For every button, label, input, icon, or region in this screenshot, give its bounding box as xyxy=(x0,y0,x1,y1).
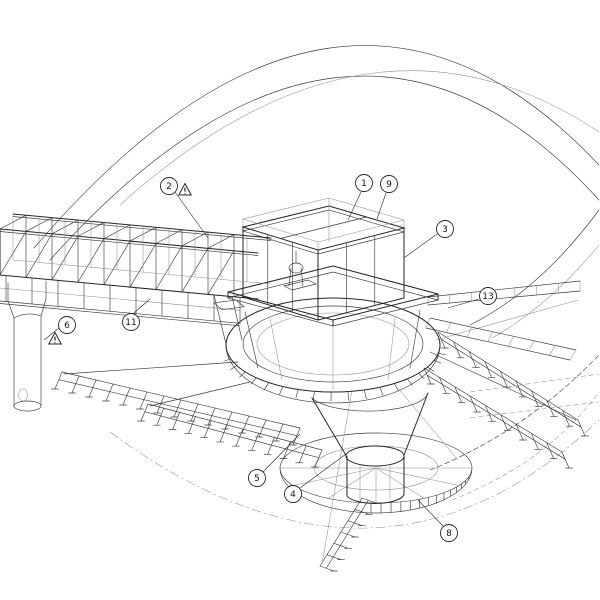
callout-balloon-5: 5 xyxy=(248,469,266,487)
balloon-circle xyxy=(160,177,178,195)
callout-balloon-11: 11 xyxy=(122,313,140,331)
balloon-circle xyxy=(380,175,398,193)
balloon-number: 11 xyxy=(125,318,136,328)
leader-line xyxy=(262,433,301,473)
balloon-circle xyxy=(284,485,302,503)
balloon-circle xyxy=(58,316,76,334)
radial-support-arms xyxy=(51,331,589,572)
hazard-triangle-icon xyxy=(47,331,63,345)
leader-line xyxy=(417,499,444,527)
callout-balloon-1: 1 xyxy=(355,174,373,192)
leader-line xyxy=(174,191,209,239)
callout-balloon-4: 4 xyxy=(284,485,302,503)
callout-leader-lines xyxy=(43,191,480,527)
balloon-number: 9 xyxy=(386,180,392,190)
balloon-number: 4 xyxy=(290,490,296,500)
balloon-number: 5 xyxy=(254,474,260,484)
conveyor-boom-truss xyxy=(0,213,272,345)
slewing-envelope-arcs xyxy=(33,45,600,529)
hazard-triangle-icon xyxy=(177,182,193,196)
leader-line xyxy=(133,298,151,314)
pedestal-hopper xyxy=(311,392,429,504)
lattice-outrigger-booms xyxy=(425,280,581,361)
callout-balloons: 1 2 3 4 5 6 8 9 xyxy=(58,174,497,542)
tie-rods xyxy=(63,299,579,565)
balloon-number: 6 xyxy=(64,321,70,331)
balloon-circle xyxy=(122,313,140,331)
balloon-number: 2 xyxy=(166,182,172,192)
leader-line xyxy=(43,327,60,341)
callout-balloon-3: 3 xyxy=(436,220,454,238)
callout-balloon-6: 6 xyxy=(58,316,76,334)
leader-line xyxy=(347,191,362,221)
base-frame xyxy=(279,432,473,514)
leader-line xyxy=(376,192,387,220)
balloon-number: 13 xyxy=(482,292,493,302)
callout-balloon-13: 13 xyxy=(479,287,497,305)
callout-balloon-9: 9 xyxy=(380,175,398,193)
machinery-house xyxy=(241,197,406,321)
balloon-circle xyxy=(440,524,458,542)
leader-line xyxy=(447,298,480,309)
balloon-number: 1 xyxy=(361,179,367,189)
balloon-number: 8 xyxy=(446,529,452,539)
discharge-chute-cylinder xyxy=(7,280,47,412)
callout-balloon-8: 8 xyxy=(440,524,458,542)
balloon-circle xyxy=(436,220,454,238)
leader-line xyxy=(403,233,438,259)
slewing-ring xyxy=(223,297,446,404)
balloon-circle xyxy=(355,174,373,192)
callout-balloon-2: 2 xyxy=(160,177,178,195)
balloon-circle xyxy=(248,469,266,487)
balloon-number: 3 xyxy=(442,225,448,235)
balloon-circle xyxy=(479,287,497,305)
leader-line xyxy=(299,453,347,489)
slew-platform xyxy=(227,265,439,390)
